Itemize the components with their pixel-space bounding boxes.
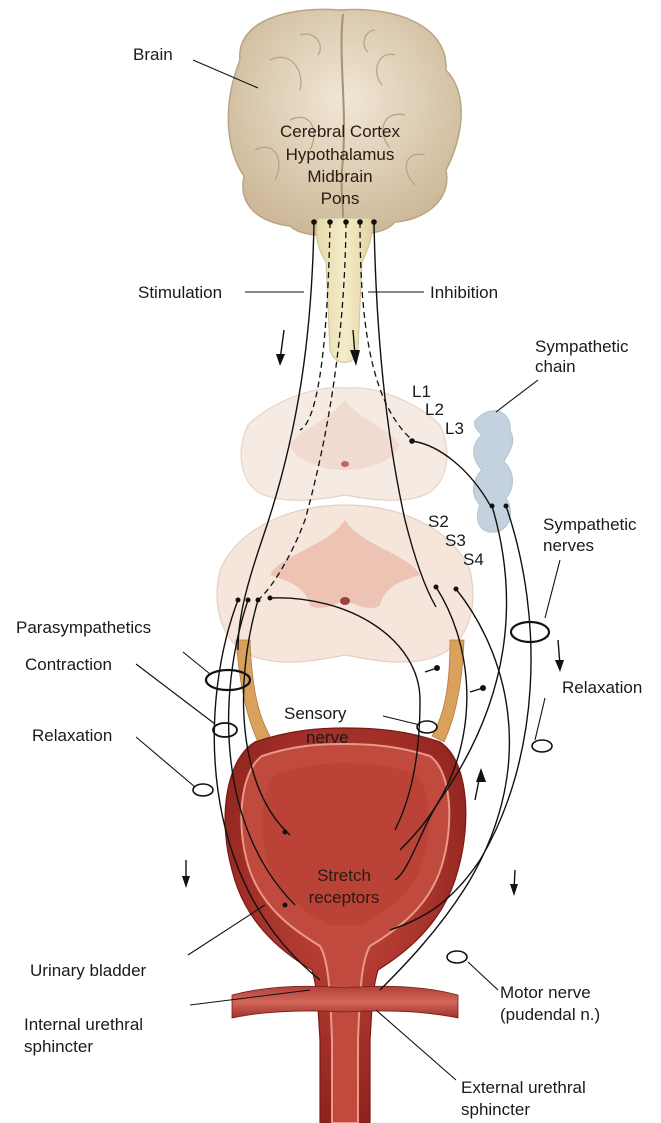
- label-s2: S2: [428, 512, 449, 531]
- label-parasympathetics: Parasympathetics: [16, 618, 151, 637]
- label-external-sphincter-line2: sphincter: [461, 1100, 530, 1119]
- label-l1: L1: [412, 382, 431, 401]
- label-internal-sphincter-line2: sphincter: [24, 1037, 93, 1056]
- sympathetic-chain: [473, 411, 512, 532]
- label-inhibition: Inhibition: [430, 283, 498, 302]
- label-stretch-receptors-line2: receptors: [309, 888, 380, 907]
- label-sympathetic-nerves-line2: nerves: [543, 536, 594, 555]
- label-s3: S3: [445, 531, 466, 550]
- label-external-sphincter-line1: External urethral: [461, 1078, 586, 1097]
- label-hypothalamus: Hypothalamus: [286, 145, 395, 164]
- label-brain: Brain: [133, 45, 173, 64]
- label-motor-nerve-line1: Motor nerve: [500, 983, 591, 1002]
- label-pons: Pons: [321, 189, 360, 208]
- label-sympathetic-chain-line2: chain: [535, 357, 576, 376]
- label-contraction: Contraction: [25, 655, 112, 674]
- label-midbrain: Midbrain: [307, 167, 372, 186]
- label-l3: L3: [445, 419, 464, 438]
- label-stretch-receptors-line1: Stretch: [317, 866, 371, 885]
- label-sympathetic-nerves-line1: Sympathetic: [543, 515, 637, 534]
- label-internal-sphincter-line1: Internal urethral: [24, 1015, 143, 1034]
- label-s4: S4: [463, 550, 484, 569]
- label-motor-nerve-line2: (pudendal n.): [500, 1005, 600, 1024]
- label-relaxation-left: Relaxation: [32, 726, 112, 745]
- label-l2: L2: [425, 400, 444, 419]
- label-relaxation-right: Relaxation: [562, 678, 642, 697]
- label-sensory-nerve-line1: Sensory: [284, 704, 347, 723]
- label-cerebral-cortex: Cerebral Cortex: [280, 122, 400, 141]
- label-sensory-nerve-line2: nerve: [306, 728, 349, 747]
- label-urinary-bladder: Urinary bladder: [30, 961, 147, 980]
- lumbar-spinal-section: [241, 388, 447, 501]
- label-sympathetic-chain-line1: Sympathetic: [535, 337, 629, 356]
- label-stimulation: Stimulation: [138, 283, 222, 302]
